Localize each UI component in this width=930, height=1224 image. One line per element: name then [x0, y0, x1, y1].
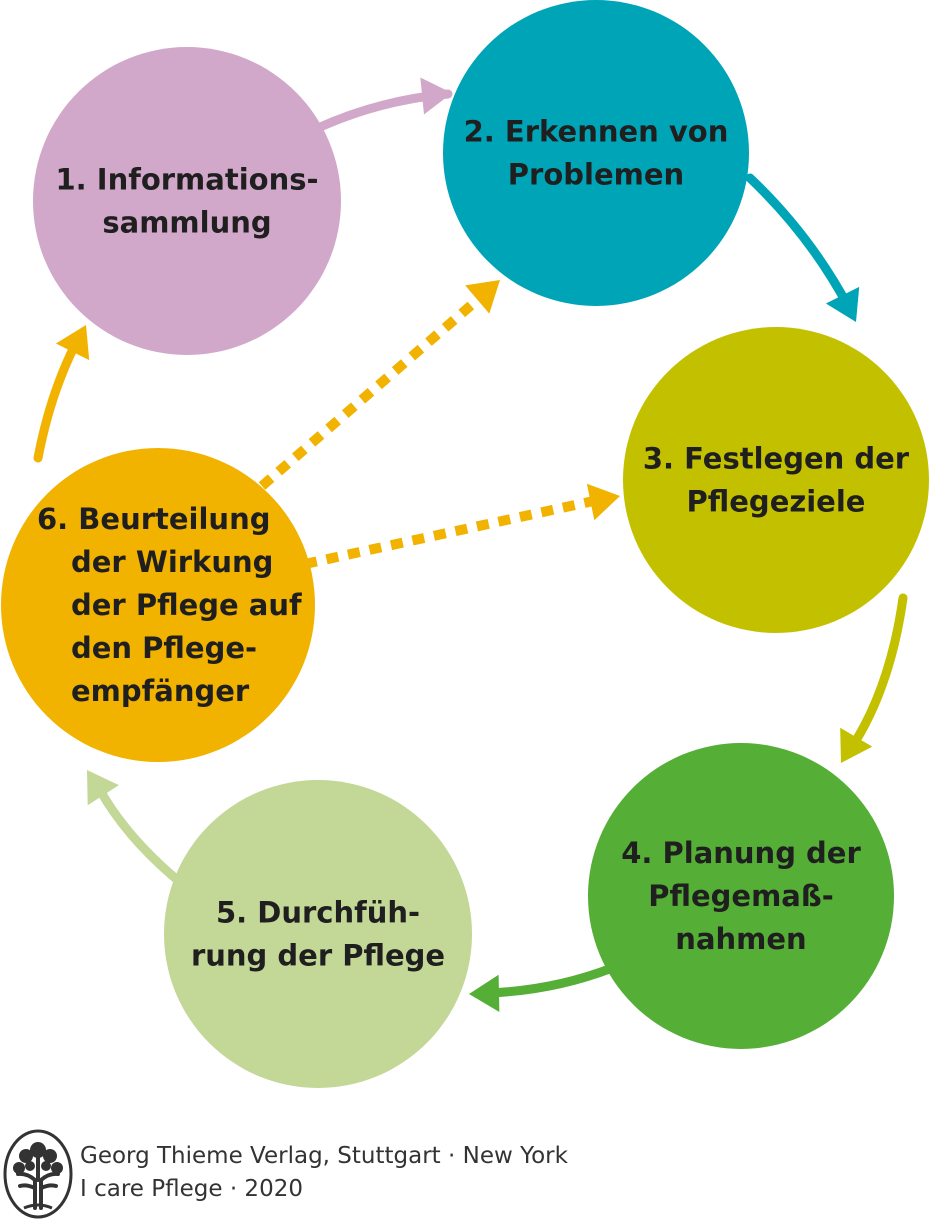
- arrow-2-to-3-head: [825, 286, 860, 322]
- arrow-2-to-3-line: [745, 173, 853, 311]
- book-line: I care Pflege · 2020: [80, 1176, 303, 1202]
- arrow-6-to-1-line: [33, 340, 80, 463]
- arrow-1-to-2: [313, 77, 453, 133]
- step-2-label-line: 2. Erkennen von: [464, 115, 729, 149]
- arrow-4-to-5: [469, 963, 617, 1012]
- step-1-circle: [33, 47, 341, 355]
- arrow-6-to-1: [33, 325, 90, 463]
- step-6-label-line: 6. Beurteilung: [37, 502, 270, 536]
- step-6-circle: [1, 448, 315, 762]
- arrow-3-to-4-head: [840, 727, 873, 763]
- step-1-label-line: 1. Informations-: [55, 163, 318, 197]
- step-1: 1. Informations-sammlung: [33, 47, 341, 355]
- tree-icon: [3, 1129, 73, 1219]
- step-4-label-line: 4. Planung der: [621, 836, 861, 870]
- step-2-label-line: Problemen: [508, 158, 684, 192]
- arrow-6-to-2-line: [258, 291, 487, 490]
- arrow-6-to-2-head: [465, 280, 500, 314]
- publisher-line: Georg Thieme Verlag, Stuttgart · New Yor…: [80, 1143, 568, 1169]
- nursing-process-diagram: 1. Informations-sammlung 2. Erkennen vonP…: [1, 0, 929, 1088]
- publisher-credit: Georg Thieme Verlag, Stuttgart · New Yor…: [80, 1140, 568, 1206]
- step-5: 5. Durchfüh-rung der Pflege: [164, 780, 472, 1088]
- footer: Georg Thieme Verlag, Stuttgart · New Yor…: [0, 1124, 930, 1224]
- step-4-label-line: nahmen: [675, 922, 806, 956]
- arrow-5-to-6-line: [95, 785, 180, 883]
- step-3-circle: [623, 327, 929, 633]
- arrow-1-to-2-head: [420, 77, 452, 115]
- arrow-6-to-3-head: [586, 483, 620, 521]
- step-2-circle: [443, 0, 749, 306]
- step-5-circle: [164, 780, 472, 1088]
- step-4-circle: [588, 743, 894, 1049]
- arrow-3-to-4: [840, 593, 908, 763]
- arrow-6-to-1-head: [55, 325, 90, 361]
- arrow-5-to-6: [87, 770, 180, 883]
- arrow-3-to-4-line: [845, 593, 908, 755]
- nodes-layer: 1. Informations-sammlung 2. Erkennen vonP…: [1, 0, 929, 1088]
- arrows-layer: [33, 77, 908, 1012]
- step-5-label-line: rung der Pflege: [191, 939, 445, 973]
- arrow-6-to-3: [303, 483, 620, 569]
- step-6-label-line: den Pflege-: [71, 631, 257, 665]
- arrow-4-to-5-line: [485, 963, 617, 998]
- step-1-label-line: sammlung: [102, 206, 271, 240]
- arrow-2-to-3: [745, 173, 860, 322]
- step-3-label-line: 3. Festlegen der: [643, 442, 910, 476]
- arrow-4-to-5-head: [469, 974, 500, 1012]
- arrow-5-to-6-head: [87, 770, 119, 806]
- arrow-6-to-2: [258, 280, 500, 490]
- step-5-label-line: 5. Durchfüh-: [216, 896, 420, 930]
- step-3-label-line: Pflegeziele: [687, 485, 866, 519]
- step-6-label-line: der Pflege auf: [71, 588, 302, 622]
- step-6-label-line: empfänger: [71, 674, 250, 708]
- step-6: 6. Beurteilung der Wirkung der Pflege auf d…: [1, 448, 315, 762]
- step-6-label-line: der Wirkung: [71, 545, 273, 579]
- arrow-6-to-3-line: [303, 495, 600, 569]
- step-4-label-line: Pflegemaß-: [648, 879, 834, 913]
